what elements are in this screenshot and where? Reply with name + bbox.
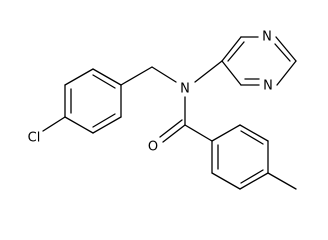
bond-tolyl-4 <box>239 172 269 190</box>
bond-cp-1-inner <box>92 74 116 89</box>
bond-tolyl-2-inner <box>240 130 264 145</box>
bond-cp-5 <box>92 116 122 134</box>
atom-n-amide: N <box>180 82 190 97</box>
bond-n-ch2 <box>151 66 177 83</box>
bond-pyrazine-6 <box>221 60 242 86</box>
bond-pyrazine-1-inner <box>227 41 245 62</box>
bond-ch2-ring <box>120 66 153 86</box>
bond-pyrazine-4 <box>276 60 297 86</box>
bond-pyrazine-1 <box>221 36 242 62</box>
chlorophenyl-ring <box>42 66 153 134</box>
tolyl-ring <box>211 124 297 190</box>
bond-tolyl-5 <box>211 172 241 190</box>
atom-chlorine: Cl <box>28 131 41 146</box>
bond-c-o-1 <box>162 124 186 143</box>
bond-tolyl-4-inner <box>240 169 264 184</box>
pyrazine-ring <box>221 36 297 86</box>
atom-n-pyrazine-bottom: N <box>263 79 273 94</box>
bond-n-pyrazine <box>194 60 223 83</box>
bond-c-o-2 <box>159 119 183 138</box>
bond-carbonyl-ring <box>184 124 213 142</box>
bond-cp-5-inner <box>92 113 116 128</box>
bond-cp-4 <box>64 116 94 134</box>
atom-labels: N N N O Cl <box>28 30 273 155</box>
atom-n-pyrazine-top: N <box>262 30 272 45</box>
bond-cp-2 <box>64 68 94 86</box>
bond-pyrazine-3 <box>275 36 297 62</box>
structure-diagram: N N N O Cl <box>28 30 297 190</box>
carbonyl-group <box>159 119 213 143</box>
bond-methyl <box>267 172 297 190</box>
amide-nitrogen-bonds <box>151 60 223 126</box>
bond-c-cl <box>42 116 66 132</box>
bond-pyrazine-3-inner <box>274 43 291 62</box>
atom-oxygen: O <box>148 140 158 155</box>
bond-tolyl-1 <box>211 124 241 142</box>
molecule-drawing: N N N O Cl <box>28 30 297 190</box>
bond-tolyl-2 <box>239 124 269 142</box>
bond-cp-1 <box>92 68 122 86</box>
